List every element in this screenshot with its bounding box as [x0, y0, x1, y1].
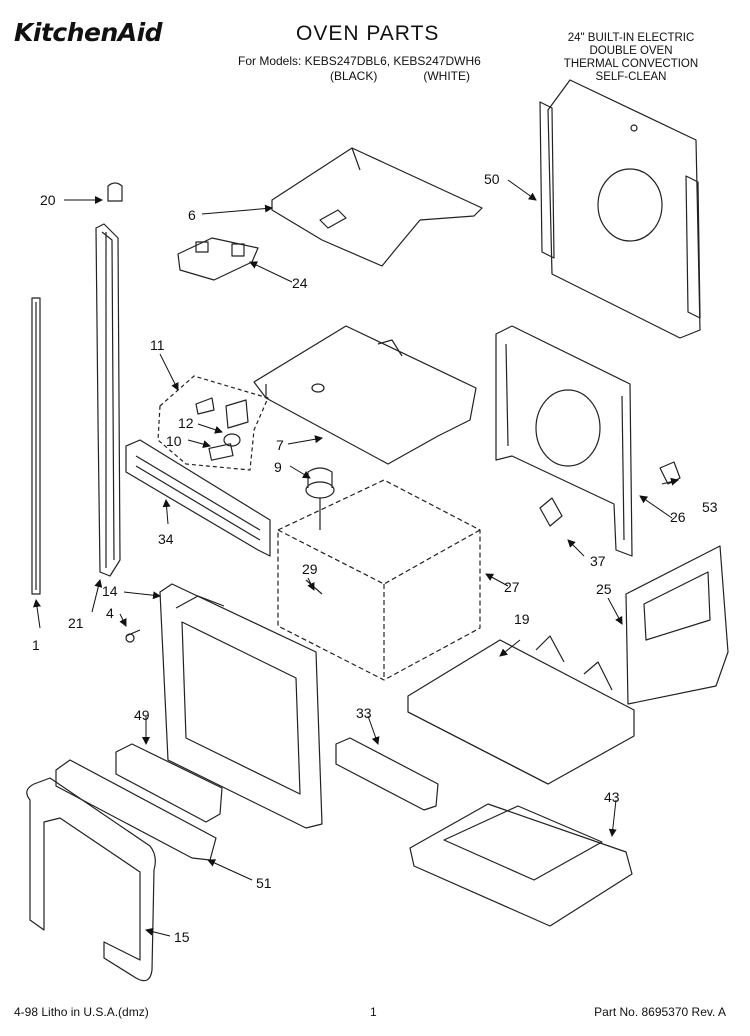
callout-53: 53 — [702, 499, 718, 515]
part-53-clip — [659, 461, 681, 485]
callout-25: 25 — [596, 581, 612, 597]
callout-11: 11 — [150, 337, 165, 353]
callout-51: 51 — [256, 875, 272, 891]
callout-19: 19 — [514, 611, 530, 627]
part-26-side-panel — [495, 325, 633, 557]
callout-33: 33 — [356, 705, 372, 721]
part-callouts: 20 1 21 6 24 50 11 12 10 7 9 34 53 26 37… — [32, 171, 718, 945]
footer-print-info: 4-98 Litho in U.S.A.(dmz) — [14, 1005, 149, 1019]
callout-50: 50 — [484, 171, 500, 187]
callout-15: 15 — [174, 929, 190, 945]
part-9-fan-motor — [305, 481, 335, 499]
part-50-rear-panel — [547, 79, 701, 339]
callout-1: 1 — [32, 637, 40, 653]
part-7-top-panel — [253, 325, 477, 465]
part-24-bracket — [177, 237, 259, 281]
part-1-rod — [31, 297, 41, 595]
footer-part-number: Part No. 8695370 Rev. A — [594, 1005, 726, 1019]
part-20-cap — [107, 182, 123, 202]
callout-37: 37 — [590, 553, 606, 569]
brand-logo: KitchenAid — [14, 18, 163, 47]
part-49-trim — [115, 743, 223, 823]
callout-9: 9 — [274, 459, 282, 475]
part-37-sensor — [539, 497, 563, 527]
callout-14: 14 — [102, 583, 118, 599]
footer-page-number: 1 — [370, 1005, 377, 1019]
callout-27: 27 — [504, 579, 520, 595]
part-29-screw — [305, 579, 323, 595]
part-14-door-frame — [159, 583, 323, 829]
part-19-floor-panel — [407, 639, 635, 785]
part-21-side-trim — [95, 223, 121, 577]
callout-29: 29 — [302, 561, 318, 577]
description-line: 24" BUILT-IN ELECTRIC — [567, 32, 695, 44]
callout-26: 26 — [670, 509, 686, 525]
callout-43: 43 — [604, 789, 620, 805]
callout-12: 12 — [178, 415, 194, 431]
callout-20: 20 — [40, 192, 56, 208]
callout-24: 24 — [292, 275, 308, 291]
callout-49: 49 — [134, 707, 150, 723]
variant-black: (BLACK) — [330, 69, 378, 83]
part-15-gasket — [26, 777, 156, 982]
part-6-top-cover — [271, 147, 483, 267]
callout-10: 10 — [166, 433, 182, 449]
model-variants: (BLACK) (WHITE) — [330, 69, 470, 83]
variant-white: (WHITE) — [423, 69, 470, 83]
callout-4: 4 — [106, 605, 114, 621]
part-34-control-panel — [125, 439, 271, 557]
page-title: OVEN PARTS — [296, 22, 440, 45]
description-line: SELF-CLEAN — [595, 71, 667, 83]
description-line: DOUBLE OVEN — [589, 45, 673, 57]
callout-21: 21 — [68, 615, 84, 631]
part-25-side-panel — [625, 545, 729, 705]
part-33-trim — [335, 737, 439, 811]
appliance-description: 24" BUILT-IN ELECTRIC DOUBLE OVEN THERMA… — [546, 32, 716, 84]
leader-lines — [33, 179, 679, 937]
part-51-vent — [55, 759, 217, 861]
callout-6: 6 — [188, 207, 196, 223]
part-27-oven-cavity — [277, 479, 481, 681]
part-43-bottom-tray — [409, 803, 633, 927]
callout-7: 7 — [276, 437, 284, 453]
part-4-screw — [125, 629, 141, 637]
model-numbers: For Models: KEBS247DBL6, KEBS247DWH6 — [238, 54, 481, 68]
callout-34: 34 — [158, 531, 174, 547]
part-11-thermostat-group — [157, 375, 269, 471]
description-line: THERMAL CONVECTION — [563, 58, 699, 70]
